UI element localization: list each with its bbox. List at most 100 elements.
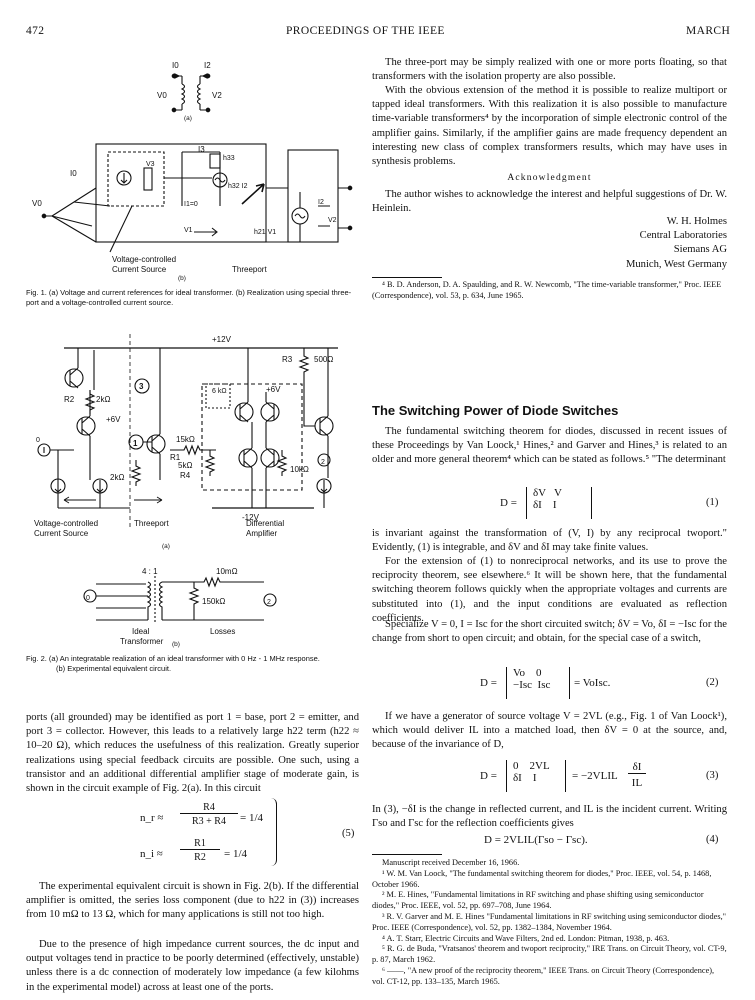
references: Manuscript received December 16, 1966. ¹… xyxy=(372,858,727,988)
label-vcs2-line2: Current Source xyxy=(34,529,89,538)
eq3-row2: δI I xyxy=(513,772,537,784)
label-diff-line2: Amplifier xyxy=(246,529,277,538)
equation-5: n_r ≈ R4 R3 + R4 = 1/4 n_i ≈ R1 R2 = 1/4… xyxy=(140,798,366,870)
equation-2: D = Vo 0 −Isc Isc = VoIsc. (2) xyxy=(480,667,728,701)
eq3-lhs: D = xyxy=(480,770,497,782)
label-I1eq0: I1=0 xyxy=(184,201,198,208)
eq2-rhs: = VoIsc. xyxy=(574,677,611,689)
label-r15k: 15kΩ xyxy=(176,435,195,444)
label-V0: V0 xyxy=(157,91,167,100)
label-R1: R1 xyxy=(170,453,181,462)
article-paragraph-1: The fundamental switching theorem for di… xyxy=(372,426,727,466)
label-threeport2: Threeport xyxy=(134,519,169,528)
left-paragraph-1: ports (all grounded) may be identified a… xyxy=(26,712,359,795)
right-paragraph-1: The three-port may be simply realized wi… xyxy=(372,57,727,83)
node-2: 2 xyxy=(321,459,325,466)
reference-5: ⁵ R. G. de Buda, "Vratsanos' theorem and… xyxy=(372,944,727,965)
label-I2: I2 xyxy=(204,61,211,70)
eq3-rhs: = −2VLIL xyxy=(572,770,618,782)
figure-1-diagram: I0 I2 V0 V2 (a) I0 V0 I3 V3 h33 h32 I2 I… xyxy=(32,61,353,282)
acknowledgment-text: The author wishes to acknowledge the int… xyxy=(372,189,727,215)
label-r10k: 10kΩ xyxy=(290,465,309,474)
eq1-lhs: D = xyxy=(500,497,517,509)
label-diff-line1: Differential xyxy=(246,519,284,528)
eq4-number: (4) xyxy=(706,834,719,845)
equation-4: D = 2VLIL(Γso − Γsc). (4) xyxy=(484,834,728,846)
figure-2-caption-line2: (b) Experimental equivalent circuit. xyxy=(56,663,172,673)
eq3-determinant: 0 2VL δI I xyxy=(506,760,566,792)
footnote-4-text: ⁴ B. D. Anderson, D. A. Spaulding, and R… xyxy=(372,280,722,300)
eq1-number: (1) xyxy=(706,497,719,508)
author-block: W. H. Holmes Central Laboratories Sieman… xyxy=(372,215,727,272)
label-r500: 500Ω xyxy=(314,355,333,364)
eq5-frac2-num: R1 xyxy=(180,838,220,850)
reference-4: ⁴ A. T. Starr, Electric Circuits and Wav… xyxy=(382,933,670,943)
author-affiliation-3: Munich, West Germany xyxy=(625,258,727,270)
author-affiliation-2: Siemans AG xyxy=(673,244,727,256)
article-paragraph-2: is invariant against the transformation … xyxy=(372,528,727,554)
equation-1: D = δV V δI I (1) xyxy=(500,487,728,521)
label-vcs-line2: Current Source xyxy=(112,265,167,274)
ideal-transformer-symbol xyxy=(171,73,211,113)
reference-3: ³ R. V. Garver and M. E. Hines "Fundamen… xyxy=(372,911,727,932)
eq1-row2: δI I xyxy=(533,499,557,511)
fig1-part-b-label: (b) xyxy=(178,275,186,282)
header-month: MARCH xyxy=(686,25,731,37)
label-V0-b: V0 xyxy=(32,199,42,208)
footnote-rule xyxy=(372,277,442,278)
eq3-frac-num: δI xyxy=(628,761,646,774)
label-r5k: 5kΩ xyxy=(178,461,192,470)
node-3: 3 xyxy=(139,382,144,391)
label-r2k-top: 2kΩ xyxy=(96,395,110,404)
fig2-part-a-label: (a) xyxy=(162,543,170,550)
label-V1: V1 xyxy=(184,227,193,234)
left-paragraph-3: Due to the presence of high impedance cu… xyxy=(26,939,359,993)
svg-text:0: 0 xyxy=(36,437,40,444)
threeport-box xyxy=(95,143,267,243)
reference-2: ² M. E. Hines, "Fundamental limitations … xyxy=(372,890,704,911)
label-plus6a: +6V xyxy=(106,415,121,424)
reference-1: ¹ W. M. Van Loock, "The fundamental swit… xyxy=(372,868,712,889)
eq5-frac1-num: R4 xyxy=(180,802,238,814)
label-r150k: 150kΩ xyxy=(202,597,225,606)
label-minus12: -12V xyxy=(242,513,260,522)
node-2-b: 2 xyxy=(267,599,271,606)
label-ratio: 4 : 1 xyxy=(142,567,158,576)
label-I0-b: I0 xyxy=(70,169,77,178)
eq5-lhs2: n_i ≈ xyxy=(140,848,163,860)
figure-2-caption-line1: Fig. 2. (a) An integratable realization … xyxy=(26,654,320,663)
node-0-b: 0 xyxy=(86,595,90,602)
label-transformer: Transformer xyxy=(120,637,164,646)
eq1-determinant: δV V δI I xyxy=(526,487,592,519)
footnote-4: ⁴ B. D. Anderson, D. A. Spaulding, and R… xyxy=(372,280,727,302)
label-h21V1: h21 V1 xyxy=(254,229,276,236)
eq2-row1: Vo 0 xyxy=(513,667,542,679)
label-r6k: 6 kΩ xyxy=(212,388,227,395)
label-plus6b: +6V xyxy=(266,385,281,394)
eq3-row1: 0 2VL xyxy=(513,760,550,772)
eq5-val1: = 1/4 xyxy=(240,812,264,824)
eq5-number: (5) xyxy=(342,828,355,839)
journal-title: PROCEEDINGS OF THE IEEE xyxy=(286,25,445,37)
left-paragraph-2: The experimental equivalent circuit is s… xyxy=(26,881,359,921)
label-r10m: 10mΩ xyxy=(216,567,238,576)
label-V3: V3 xyxy=(146,161,155,168)
refs-rule xyxy=(372,854,442,855)
label-I2-b: I2 xyxy=(318,199,324,206)
node-1: 1 xyxy=(133,439,138,448)
label-I0: I0 xyxy=(172,61,179,70)
reference-6: ⁶ ——, "A new proof of the reciprocity th… xyxy=(372,965,715,986)
manuscript-received: Manuscript received December 16, 1966. xyxy=(382,858,520,867)
label-R2: R2 xyxy=(64,395,75,404)
fig1-part-a-label: (a) xyxy=(184,115,192,122)
eq3-frac-den: IL xyxy=(631,777,643,789)
eq5-lhs1: n_r ≈ xyxy=(140,812,164,824)
eq2-lhs: D = xyxy=(480,677,497,689)
article-paragraph-6: In (3), −δI is the change in reflected c… xyxy=(372,804,727,830)
label-vcs-line1: Voltage-controlled xyxy=(112,255,176,264)
label-r2k-bot: 2kΩ xyxy=(110,473,124,482)
eq1-row1: δV V xyxy=(533,487,562,499)
label-R4: R4 xyxy=(180,471,191,480)
author-name: W. H. Holmes xyxy=(666,216,727,227)
eq5-frac1-den: R3 + R4 xyxy=(192,816,226,827)
